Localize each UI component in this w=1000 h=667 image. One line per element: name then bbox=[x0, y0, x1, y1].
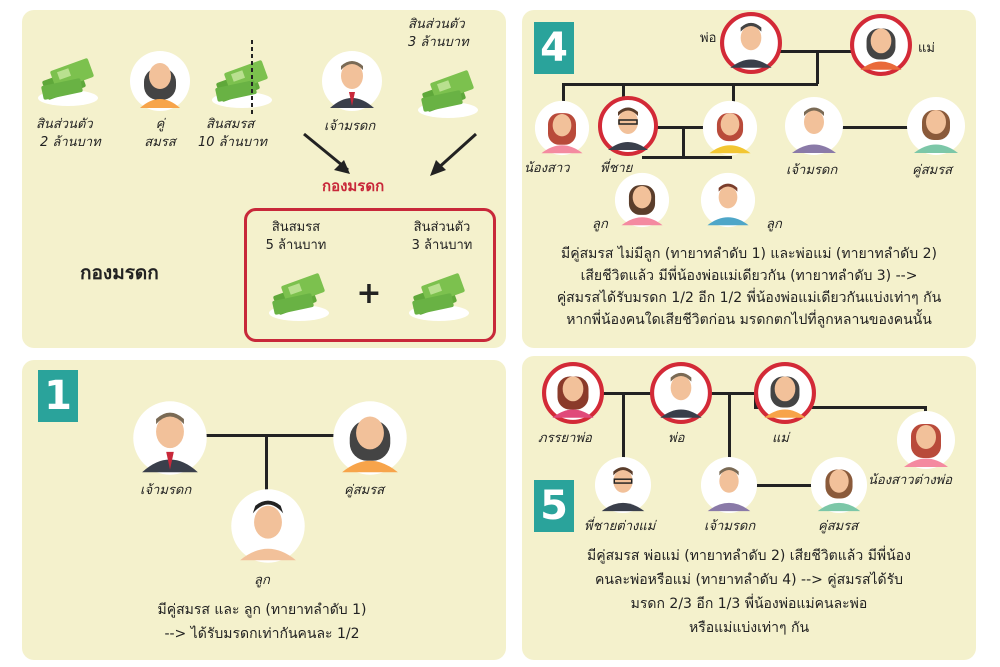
deceased-avatar bbox=[322, 51, 382, 111]
sister-avatar bbox=[534, 100, 590, 156]
scenario-5-text-line4: หรือแม่แบ่งเท่าๆ กัน bbox=[688, 620, 810, 636]
spouse-line1: คู่ bbox=[155, 117, 165, 132]
deceased-label: เจ้ามรดก bbox=[140, 483, 192, 498]
scenario-5-text-line3: มรดก 2/3 อีก 1/3 พี่น้องพ่อแม่คนละพ่อ bbox=[630, 596, 868, 612]
scenario-number: 4 bbox=[534, 22, 574, 74]
scenario-4-text-line1: มีคู่สมรส ไม่มีลูก (ทายาทลำดับ 1) และพ่อ… bbox=[561, 246, 937, 262]
half-sister-label: น้องสาวต่างพ่อ bbox=[868, 473, 953, 488]
scenario-4-text-line3: คู่สมรสได้รับมรดก 1/2 อีก 1/2 พี่น้องพ่อ… bbox=[556, 290, 942, 306]
child-label: ลูก bbox=[766, 217, 782, 232]
scenario-5-panel: 5 ภรรยาพ่อ พ่อ แม่ น้องสาวต่างพ่อ bbox=[522, 356, 976, 660]
money-stack-icon bbox=[269, 272, 329, 321]
stepmother-label: ภรรยาพ่อ bbox=[538, 431, 592, 446]
connector-line bbox=[682, 126, 685, 156]
scenario-1-panel: 1 เจ้ามรดก คู่สมรส ลูก มีคู่สมรส และ ลูก… bbox=[22, 360, 506, 660]
spouse-label: คู่สมรส bbox=[818, 519, 859, 534]
box-left-line1: สินสมรส bbox=[271, 220, 321, 235]
brother-avatar bbox=[598, 96, 658, 156]
child-avatar bbox=[614, 172, 670, 228]
box-right-line1: สินส่วนตัว bbox=[413, 220, 471, 235]
scenario-1-text-line1: มีคู่สมรส และ ลูก (ทายาทลำดับ 1) bbox=[157, 602, 367, 618]
spouse-line2: สมรส bbox=[144, 135, 176, 150]
mother-avatar bbox=[850, 14, 912, 76]
deceased-label: เจ้ามรดก bbox=[324, 119, 376, 134]
half-brother-avatar bbox=[594, 456, 652, 514]
marital-money-icon bbox=[212, 40, 272, 116]
scenario-5-text-line1: มีคู่สมรส พ่อแม่ (ทายาทลำดับ 2) เสียชีวิ… bbox=[587, 548, 911, 564]
father-label: พ่อ bbox=[668, 431, 685, 446]
father-avatar bbox=[720, 12, 782, 74]
father-label: พ่อ bbox=[700, 31, 717, 46]
scenario-1-text-line2: --> ได้รับมรดกเท่ากันคนละ 1/2 bbox=[164, 626, 360, 642]
connector-line bbox=[562, 83, 818, 86]
connector-line bbox=[816, 50, 819, 84]
scenario-4-text-line4: หากพี่น้องคนใดเสียชีวิตก่อน มรดกตกไปที่ล… bbox=[566, 312, 932, 328]
connector-line bbox=[754, 406, 926, 409]
marital-line1: สินสมรส bbox=[206, 117, 255, 132]
connector-line bbox=[170, 434, 350, 437]
money-stack-icon bbox=[418, 69, 478, 118]
deceased-label: เจ้ามรดก bbox=[786, 163, 838, 178]
deceased-avatar bbox=[785, 97, 843, 155]
scenario-number: 1 bbox=[38, 370, 78, 422]
stepmother-avatar bbox=[542, 362, 604, 424]
deceased-avatar bbox=[700, 456, 758, 514]
estate-red-title: กองมรดก bbox=[322, 177, 385, 195]
spouse-avatar bbox=[907, 97, 965, 155]
own-left-line2: 2 ล้านบาท bbox=[40, 135, 101, 150]
money-stack-icon bbox=[38, 57, 98, 106]
mother-label: แม่ bbox=[772, 431, 789, 446]
connector-line bbox=[732, 83, 735, 105]
scenario-5-text-line2: คนละพ่อหรือแม่ (ทายาทลำดับ 4) --> คู่สมร… bbox=[594, 572, 904, 588]
half-sister-avatar bbox=[897, 411, 955, 469]
estate-big-label: กองมรดก bbox=[80, 262, 159, 284]
half-brother-label: พี่ชายต่างแม่ bbox=[584, 519, 656, 534]
child-label: ลูก bbox=[254, 573, 270, 588]
connector-line bbox=[265, 434, 268, 494]
spouse-avatar bbox=[810, 456, 868, 514]
mother-label: แม่ bbox=[918, 41, 935, 56]
spouse-avatar bbox=[130, 51, 190, 111]
plus-sign: + bbox=[356, 276, 382, 311]
own-right-line1: สินส่วนตัว bbox=[408, 17, 465, 32]
spouse-label: คู่สมรส bbox=[344, 483, 385, 498]
estate-box: สินสมรส 5 ล้านบาท + สินส่วนตัว 3 ล้านบาท bbox=[244, 208, 496, 342]
connector-line bbox=[756, 484, 816, 487]
spouse-avatar bbox=[333, 401, 407, 475]
sister-label: น้องสาว bbox=[524, 161, 570, 176]
connector-line bbox=[828, 126, 918, 129]
arrow-icon bbox=[430, 132, 478, 176]
connector-line bbox=[622, 83, 625, 105]
box-right-line2: 3 ล้านบาท bbox=[411, 238, 473, 253]
arrow-icon bbox=[303, 132, 350, 174]
estate-panel: สินส่วนตัว 2 ล้านบาท คู่ สมรส สินสมรส 10… bbox=[22, 10, 506, 348]
connector-line bbox=[622, 392, 625, 472]
marital-line2: 10 ล้านบาท bbox=[198, 135, 267, 150]
connector-line bbox=[728, 392, 731, 472]
box-left-line2: 5 ล้านบาท bbox=[265, 238, 327, 253]
deceased-avatar bbox=[133, 401, 207, 475]
own-left-line1: สินส่วนตัว bbox=[36, 117, 93, 132]
child-avatar bbox=[700, 172, 756, 228]
scenario-4-text-line2: เสียชีวิตแล้ว มีพี่น้องพ่อแม่เดียวกัน (ท… bbox=[580, 268, 918, 284]
scenario-4-panel: 4 พ่อ แม่ bbox=[522, 10, 976, 348]
connector-line bbox=[772, 50, 882, 53]
mother-avatar bbox=[754, 362, 816, 424]
scenario-number: 5 bbox=[534, 480, 574, 532]
connector-line bbox=[562, 83, 565, 105]
connector-line bbox=[652, 126, 734, 129]
connector-line bbox=[642, 156, 732, 159]
own-right-line2: 3 ล้านบาท bbox=[408, 35, 469, 50]
sister-in-law-avatar bbox=[702, 100, 758, 156]
child-avatar bbox=[231, 489, 305, 563]
father-avatar bbox=[650, 362, 712, 424]
spouse-label: คู่สมรส bbox=[912, 163, 953, 178]
brother-label: พี่ชาย bbox=[600, 161, 633, 176]
money-stack-icon bbox=[409, 272, 469, 321]
deceased-label: เจ้ามรดก bbox=[704, 519, 756, 534]
child-label: ลูก bbox=[592, 217, 608, 232]
